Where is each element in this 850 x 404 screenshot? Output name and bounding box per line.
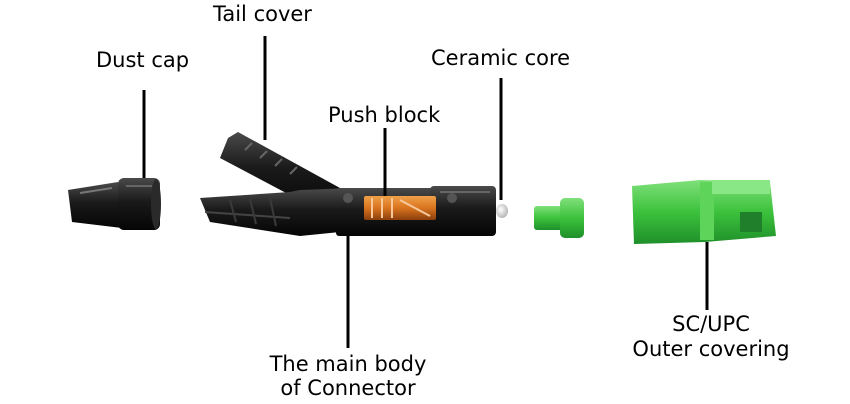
leader-lines xyxy=(142,36,709,348)
ceramic-core-label: Ceramic core xyxy=(431,46,571,70)
push-block-label: Push block xyxy=(328,103,441,127)
outer-covering-label-line1: SC/UPC xyxy=(672,312,750,336)
green-sleeve xyxy=(534,198,584,238)
dust-cap-label: Dust cap xyxy=(96,48,190,72)
connector-main-body xyxy=(200,186,496,236)
dust-cap xyxy=(68,178,161,230)
main-body-label-line1: The main body xyxy=(269,352,427,376)
ceramic-core xyxy=(496,204,508,218)
tail-cover-label: Tail cover xyxy=(213,2,312,26)
sc-upc-outer-covering xyxy=(632,180,776,244)
main-body-label-line2: of Connector xyxy=(280,376,416,400)
push-block xyxy=(364,196,436,220)
outer-covering-label-line2: Outer covering xyxy=(632,337,790,361)
